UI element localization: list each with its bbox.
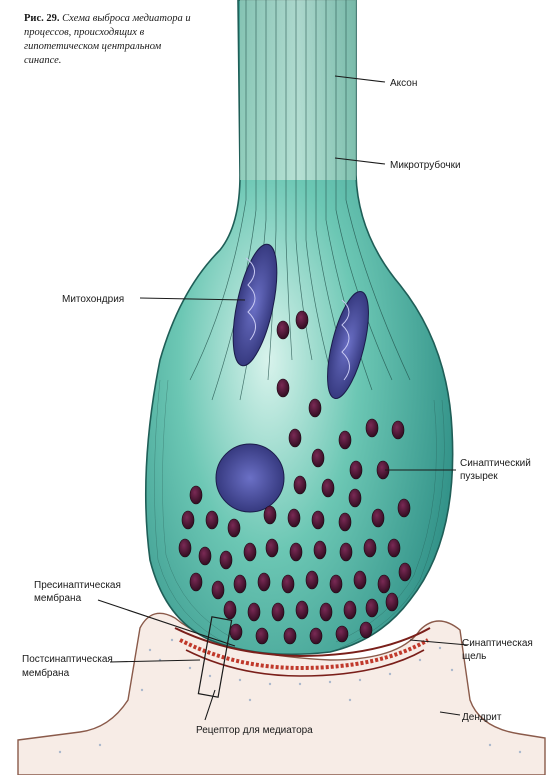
- label-presynaptic-1: Пресинаптическая: [34, 580, 121, 591]
- label-mitochondrion: Митохондрия: [62, 294, 124, 305]
- label-receptor: Рецептор для медиатора: [196, 725, 313, 736]
- label-presynaptic-2: мембрана: [34, 592, 82, 604]
- label-synaptic-vesicle-1: Синаптический: [460, 458, 531, 469]
- label-dendrite: Дендрит: [462, 712, 502, 723]
- label-synaptic-vesicle-2: пузырек: [460, 471, 498, 482]
- label-postsynaptic-1: Постсинаптическая: [22, 654, 113, 665]
- axon-shaft: [240, 0, 356, 180]
- label-cleft-1: Синаптическая: [462, 638, 533, 649]
- label-microtubules: Микротрубочки: [390, 159, 461, 171]
- label-cleft-2: щель: [462, 651, 486, 662]
- label-postsynaptic-2: мембрана: [22, 667, 70, 679]
- mitochondrion-center: [216, 444, 284, 512]
- label-axon: Аксон: [390, 78, 417, 89]
